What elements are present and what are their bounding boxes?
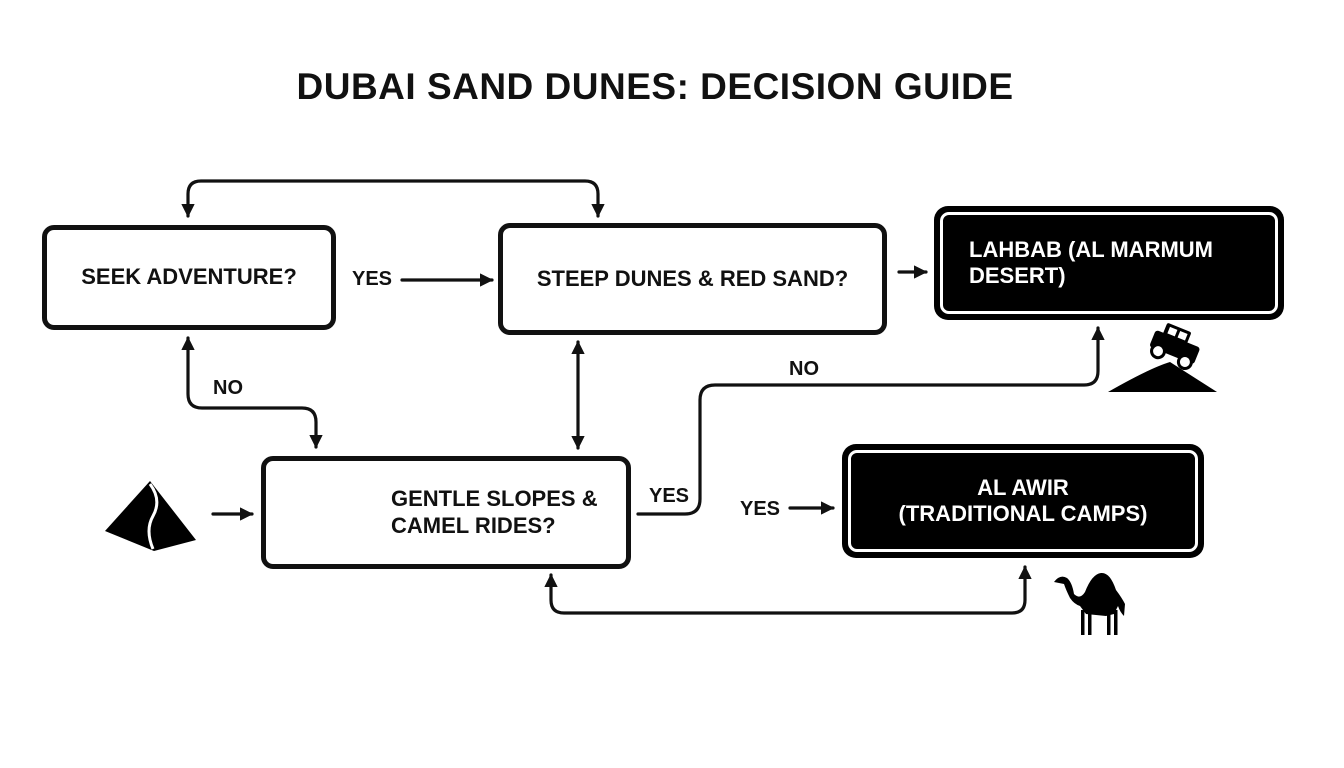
terminal-al-awir-line2: (TRADITIONAL CAMPS) (898, 501, 1148, 526)
node-gentle-slopes: GENTLE SLOPES & CAMEL RIDES? (261, 456, 631, 569)
node-gentle-slopes-label: GENTLE SLOPES & CAMEL RIDES? (391, 486, 598, 539)
node-gentle-slopes-line2: CAMEL RIDES? (391, 512, 556, 538)
terminal-lahbab-frame: LAHBAB (AL MARMUM DESERT) (940, 212, 1278, 314)
terminal-lahbab: LAHBAB (AL MARMUM DESERT) (934, 206, 1284, 320)
node-steep-dunes-label: STEEP DUNES & RED SAND? (536, 265, 849, 291)
label-yes-seek-to-steep: YES (352, 268, 393, 290)
terminal-al-awir-line1: AL AWIR (977, 474, 1069, 500)
yes-arrow-gentle-to-lahbab (636, 326, 1105, 516)
node-gentle-slopes-line1: GENTLE SLOPES & (391, 486, 598, 512)
label-yes-gentle-to-lahbab: YES (649, 485, 690, 507)
node-steep-dunes: STEEP DUNES & RED SAND? (498, 223, 887, 335)
top-loop-arrow (181, 179, 605, 218)
bottom-loop-arrow (544, 565, 1032, 615)
diagram-title: DUBAI SAND DUNES: DECISION GUIDE (296, 66, 1014, 107)
no-arrow-seek-to-gentle (181, 336, 323, 449)
node-seek-adventure: SEEK ADVENTURE? (42, 225, 336, 330)
label-no-to-lahbab: NO (789, 358, 819, 380)
label-yes-to-al-awir: YES (740, 498, 781, 520)
jeep-on-dune-icon (1108, 323, 1217, 392)
node-seek-adventure-label: SEEK ADVENTURE? (81, 264, 297, 290)
camel-icon (1054, 572, 1125, 635)
pyramid-icon (105, 481, 196, 551)
terminal-lahbab-line1: LAHBAB (AL MARMUM (969, 236, 1213, 262)
terminal-al-awir-frame: AL AWIR (TRADITIONAL CAMPS) (848, 450, 1198, 552)
label-no-seek-to-gentle: NO (213, 377, 243, 399)
terminal-lahbab-line2: DESERT) (969, 263, 1066, 288)
terminal-al-awir: AL AWIR (TRADITIONAL CAMPS) (842, 444, 1204, 558)
